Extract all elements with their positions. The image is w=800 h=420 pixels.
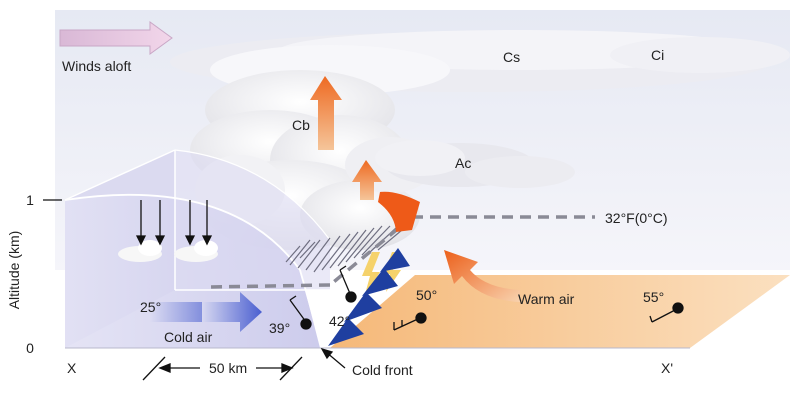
rising-arrow-cb [310,76,342,150]
freezing-level-label: 32°F(0°C) [605,210,668,226]
temp-25: 25° [140,299,161,315]
temp-55: 55° [643,289,664,305]
cold-front-pointer [320,347,346,369]
axis-tick-0: 0 [26,340,34,356]
ci-label: Ci [651,47,664,63]
altitude-axis: 1 0 Altitude (km) [6,192,62,356]
small-clouds [118,240,218,262]
x-right-label: X' [661,360,673,376]
warm-air-label: Warm air [518,291,575,307]
ac-label: Ac [455,155,471,171]
distance-label: 50 km [209,360,247,376]
temp-39: 39° [269,320,290,336]
altocumulus-cloud [375,140,575,188]
rising-arrow-front [378,191,420,232]
cold-air-arrow [200,292,262,332]
cold-air-arrow-tail [150,302,202,322]
precipitation [285,225,403,273]
sinking-air-arrows [135,200,213,246]
cs-label: Cs [503,49,520,65]
winds-aloft-arrow [59,21,173,55]
cold-front-symbol [328,248,410,346]
station-models [289,265,684,331]
temp-50: 50° [416,287,437,303]
rising-arrow-mid [352,160,382,200]
distance-scale [142,356,303,381]
warm-air-arrow [444,250,520,302]
axis-title: Altitude (km) [6,231,22,310]
cb-label: Cb [292,117,310,133]
cold-front-label: Cold front [352,362,413,378]
x-left-label: X [67,360,77,376]
temp-42: 42° [329,313,350,329]
winds-aloft-label: Winds aloft [62,58,131,74]
freezing-level-line [209,215,595,289]
axis-tick-1: 1 [26,192,34,208]
cold-air-label: Cold air [164,329,213,345]
warm-air-mass [330,275,790,348]
